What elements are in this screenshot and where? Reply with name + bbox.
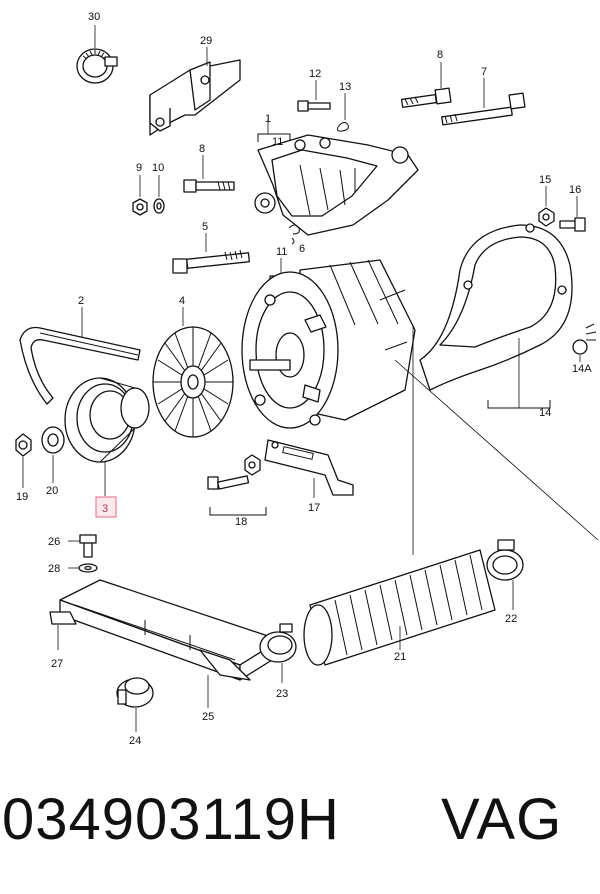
callout-11-top: 11	[272, 136, 283, 148]
part-23-clamp	[259, 623, 297, 663]
callout-11-mid: 11	[276, 246, 287, 258]
callout-16: 16	[569, 184, 581, 196]
part-8-bolt-top	[400, 87, 452, 108]
part-17-plate	[264, 439, 354, 496]
callout-21: 21	[394, 651, 406, 663]
callout-24: 24	[129, 735, 141, 747]
callout-20: 20	[46, 485, 58, 497]
callout-6: 6	[299, 243, 305, 255]
callout-23: 23	[276, 688, 288, 700]
callout-12: 12	[309, 68, 321, 80]
callout-22: 22	[505, 613, 517, 625]
callout-14: 14	[539, 407, 551, 419]
part-30-clamp-ring	[76, 48, 118, 84]
part-12-bolt	[297, 100, 331, 112]
callout-26: 26	[48, 536, 60, 548]
callout-10: 10	[152, 162, 164, 174]
callout-8-left: 8	[199, 143, 205, 155]
part-16-bolt	[559, 217, 586, 232]
part-14A-plug	[572, 323, 597, 355]
part-29-bracket	[149, 59, 241, 136]
part-19-nut	[15, 433, 32, 457]
part-27-tab	[49, 611, 77, 625]
callout-2: 2	[78, 295, 84, 307]
part-5-long-bolt	[172, 249, 251, 274]
part-26-bolt	[79, 534, 97, 558]
part-14-housing	[419, 223, 573, 391]
callout-8-top: 8	[437, 49, 443, 61]
callout-1: 1	[265, 113, 271, 125]
callout-3: 3	[102, 503, 108, 515]
alternator-body	[241, 259, 416, 429]
part-24-sleeve	[116, 677, 154, 708]
part-2-v-belt	[19, 326, 141, 405]
part-13-clip	[337, 121, 349, 132]
part-7-long-bolt	[441, 92, 526, 126]
brand-name: VAG	[441, 787, 563, 852]
part-9-nut	[132, 198, 148, 216]
part-18-bolt-nut	[207, 454, 261, 490]
part-28-washer	[78, 563, 98, 573]
part-20-washer	[41, 426, 65, 454]
part-1-mounting-bracket	[254, 134, 419, 236]
part-21-corrugated-hose	[303, 549, 496, 666]
part-8-bolt-left	[183, 179, 235, 193]
part-10-washer	[153, 198, 165, 214]
callout-30: 30	[88, 11, 100, 23]
part-25-long-bracket	[59, 579, 281, 681]
callout-5: 5	[202, 221, 208, 233]
callout-17: 17	[308, 502, 320, 514]
callout-15: 15	[539, 174, 551, 186]
caption-footer: 034903119H VAG	[0, 780, 600, 894]
part-6-clip	[288, 224, 300, 245]
callout-4: 4	[179, 295, 185, 307]
callout-7: 7	[481, 66, 487, 78]
callout-9: 9	[136, 162, 142, 174]
callout-18: 18	[235, 516, 247, 528]
exploded-parts-diagram: 30 29 8 7 12 13 1 11 9 10 8 15 16 5 6 11…	[15, 11, 599, 747]
part-3-pulley	[64, 377, 150, 463]
part-15-nut	[538, 207, 555, 227]
callout-28: 28	[48, 563, 60, 575]
callout-25: 25	[202, 711, 214, 723]
part-22-clamp	[486, 539, 524, 581]
callout-19: 19	[16, 491, 28, 503]
part-number: 034903119H	[2, 787, 340, 852]
callout-14A: 14A	[572, 363, 592, 375]
callout-13: 13	[339, 81, 351, 93]
part-4-cooling-fan	[152, 326, 234, 438]
part-3-highlight	[95, 496, 117, 518]
callout-27: 27	[51, 658, 63, 670]
callout-29: 29	[200, 35, 212, 47]
